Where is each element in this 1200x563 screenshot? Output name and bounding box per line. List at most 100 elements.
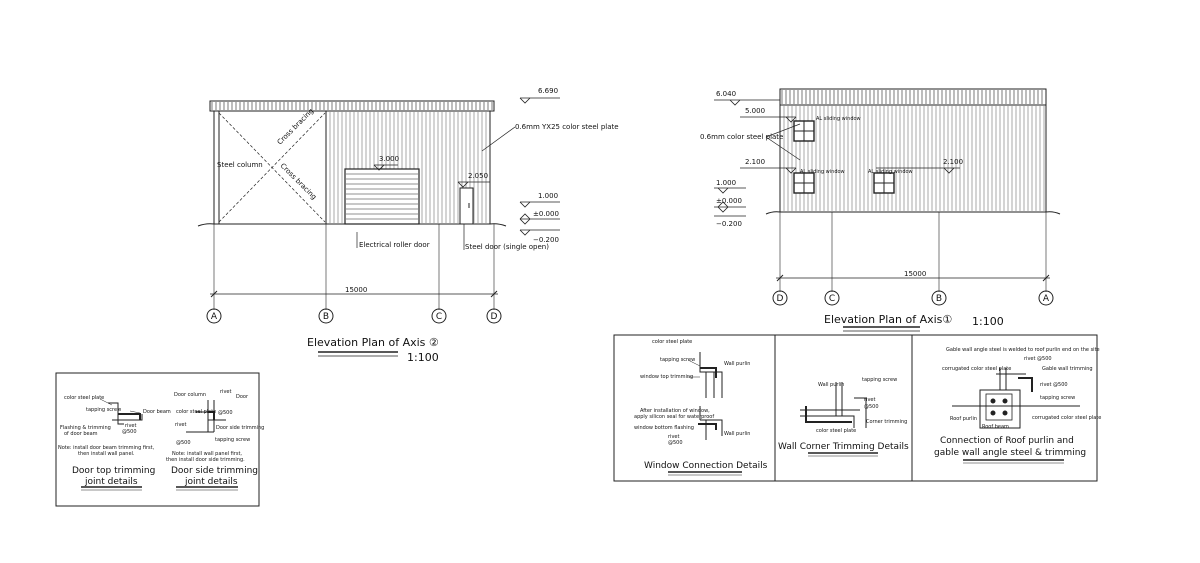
left-dim-tick-2 — [490, 290, 498, 298]
left-level-steel-door: 2.050 — [468, 172, 488, 180]
door-details-frame — [55, 372, 260, 507]
right-ground-line — [765, 211, 1061, 215]
cor-rivet: rivet — [864, 397, 875, 403]
left-steel-door-label: Steel door (single open) — [465, 243, 549, 251]
roof-bolt-4 — [1002, 410, 1008, 416]
door-details-text: color steel plate tapping screw Door bea… — [58, 389, 264, 487]
right-axis-bubble-c — [824, 290, 840, 306]
right-dimension: 15000 — [904, 270, 926, 278]
right-window-lower: AL sliding window — [800, 169, 845, 175]
roof-rivet: rivet @500 — [1024, 356, 1052, 362]
r-plate-leader — [765, 136, 801, 161]
right-axis-label-d: D — [777, 294, 784, 304]
connection-details-frame — [613, 334, 1098, 482]
cor-color-steel-plate: color steel plate — [816, 428, 856, 434]
left-axis-label-c: C — [436, 312, 442, 322]
roof-bolt-3 — [990, 410, 996, 416]
window-connection-sketch — [699, 352, 723, 440]
dd-door: Door — [236, 394, 249, 400]
r-level-mark-1000 — [717, 187, 729, 194]
roof-title-1: Connection of Roof purlin and — [940, 436, 1074, 446]
level-mark-top — [519, 97, 531, 104]
dd-side-title-2: joint details — [184, 477, 238, 487]
left-dimension: 15000 — [345, 286, 367, 294]
roof-note: Gable wall angle steel is welded to roof… — [946, 347, 1100, 353]
left-axis-label-a: A — [211, 312, 218, 322]
right-window-right: AL sliding window — [868, 169, 913, 175]
roof-trim — [1018, 377, 1033, 392]
steel-door — [459, 187, 474, 225]
left-axis-label-d: D — [491, 312, 498, 322]
roller-door — [344, 168, 420, 225]
left-elevation — [197, 97, 560, 357]
wc-color-steel-plate: color steel plate — [652, 339, 692, 345]
left-axis-bubble-b — [318, 308, 334, 324]
cor-tapping-screw: tapping screw — [862, 377, 897, 383]
roller-door-slats — [346, 173, 418, 220]
dd-tapping-screw: tapping screw — [86, 407, 121, 413]
right-plate-label: 0.6mm color steel plate — [700, 133, 783, 141]
wc-rivet-spacing: @500 — [668, 440, 683, 446]
wc-wall-purlin-2: Wall purlin — [724, 431, 750, 437]
left-elevation-title: Elevation Plan of Axis ② — [307, 336, 439, 349]
r-level-mark-2100a — [785, 167, 797, 174]
dd-note-top-2: then install wall panel. — [78, 451, 135, 457]
right-axis-bubble-b — [931, 290, 947, 306]
level-mark-1000 — [519, 201, 531, 208]
right-dim-tick-2 — [1042, 274, 1050, 282]
right-level-minus: −0.200 — [716, 220, 742, 228]
left-axis-bubble-c — [431, 308, 447, 324]
right-axis-label-c: C — [829, 294, 835, 304]
roof-bolt-plate — [985, 393, 1013, 421]
wc-window-top-trimming: window top trimming — [640, 374, 693, 380]
right-window-upper: AL sliding window — [816, 116, 861, 122]
right-level-1000: 1.000 — [716, 179, 736, 187]
roof-corrugated-1: corrugated color steel plate — [942, 366, 1011, 372]
roof-gable-trimming: Gable wall trimming — [1042, 366, 1093, 372]
level-mark-3000 — [373, 164, 385, 171]
dd-rivet-3: rivet — [175, 422, 186, 428]
dd-note-top-1: Note: install door beam trimming first, — [58, 445, 155, 451]
dd-color-steel-plate-2: color steel plate — [176, 409, 216, 415]
dd-tapping-screw-2: tapping screw — [215, 437, 250, 443]
left-axis-bubble-a — [206, 308, 222, 324]
wc-leader-1 — [687, 359, 701, 367]
left-plate-label: 0.6mm YX25 color steel plate — [515, 123, 619, 131]
level-mark-zero — [519, 213, 531, 225]
right-axis-label-a: A — [1043, 294, 1050, 304]
left-axis-bubble-d — [486, 308, 502, 324]
right-axis-bubble-a — [1038, 290, 1054, 306]
dd-note-side-1: Note: install wall panel first, — [172, 451, 242, 457]
dd-flashing-2: of door beam — [64, 431, 98, 437]
wc-rivet: rivet — [668, 434, 679, 440]
wc-tapping-screw: tapping screw — [660, 357, 695, 363]
dd-color-steel-plate: color steel plate — [64, 395, 104, 401]
left-axis-label-b: B — [323, 312, 329, 322]
wc-wall-purlin: Wall purlin — [724, 361, 750, 367]
right-elevation-text: 6.040 5.000 AL sliding window 0.6mm colo… — [700, 90, 1050, 328]
cor-corner-trimming: Corner trimming — [866, 419, 907, 425]
door-details-panel — [55, 372, 260, 507]
roof-title-2: gable wall angle steel & trimming — [934, 448, 1086, 458]
plate-leader — [481, 126, 516, 152]
wc-window-bottom-flashing: window bottom flashing — [634, 425, 694, 431]
right-axis-label-b: B — [936, 294, 942, 304]
right-level-zero: ±0.000 — [716, 197, 742, 205]
dd-rivet: rivet — [125, 423, 136, 429]
right-elevation-scale: 1:100 — [972, 315, 1004, 328]
r-level-mark-top — [729, 99, 741, 106]
right-level-2100b: 2.100 — [943, 158, 963, 166]
left-dim-tick-1 — [210, 290, 218, 298]
window-bottom-flash — [698, 423, 717, 430]
roof-bolt-1 — [990, 398, 996, 404]
dd-door-beam: Door beam — [143, 409, 171, 415]
r-level-mark-2100b — [943, 167, 955, 174]
cor-wall-purlin: Wall purlin — [818, 382, 844, 388]
dd-rivet-spacing-2: @500 — [218, 410, 233, 416]
level-mark-2050 — [457, 181, 469, 188]
right-level-2100a: 2.100 — [745, 158, 765, 166]
r-plate-leader-2 — [765, 123, 801, 138]
dd-note-side-2: then install door side trimming. — [166, 457, 245, 463]
dd-top-title-1: Door top trimming — [72, 466, 155, 476]
